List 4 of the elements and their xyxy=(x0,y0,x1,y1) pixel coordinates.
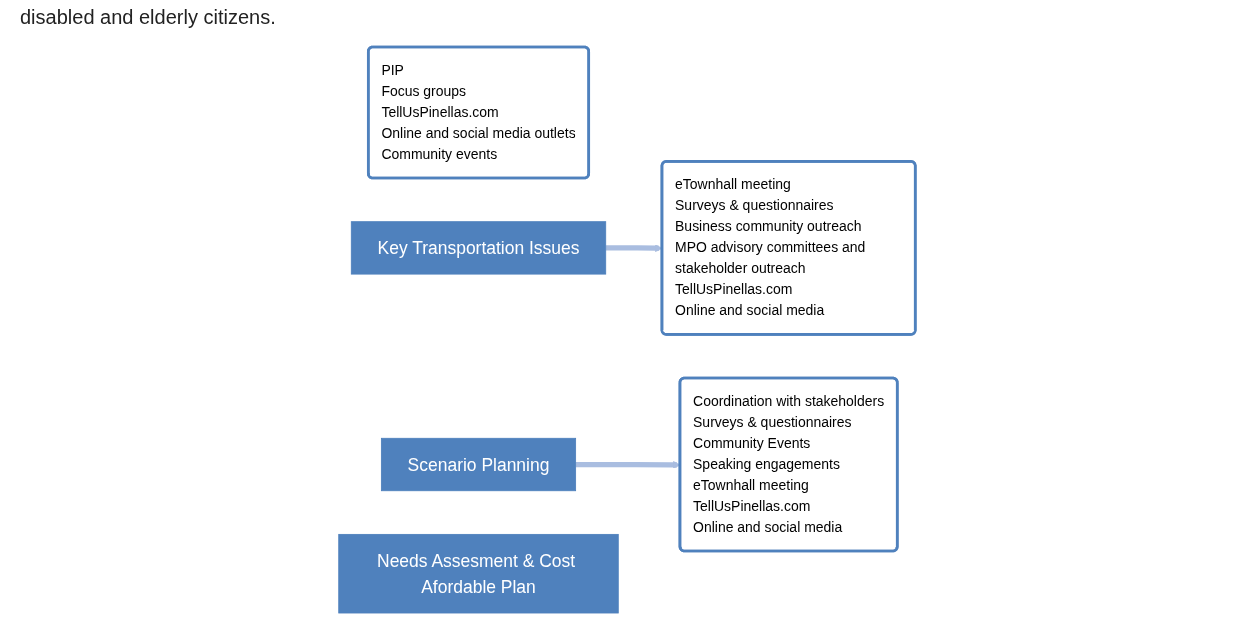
node-box: Key Transportation Issues xyxy=(350,221,606,275)
node-box: Needs Assesment & Cost Afordable Plan xyxy=(337,533,619,614)
note-text: disabled and elderly citizens. xyxy=(20,6,277,29)
node-box: Scenario Planning xyxy=(380,437,576,492)
